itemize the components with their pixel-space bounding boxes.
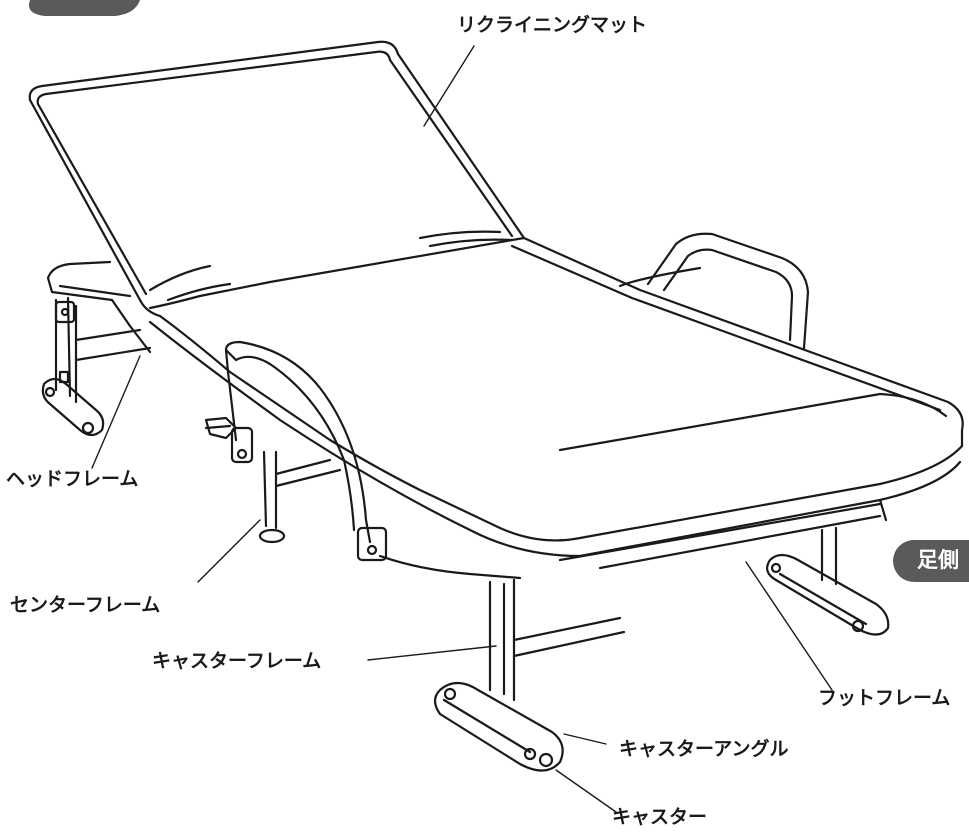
leader-center-frame — [197, 519, 261, 583]
label-caster-frame: キャスターフレーム — [152, 650, 322, 672]
leader-reclining-mat — [423, 45, 475, 127]
label-center-frame: センターフレーム — [10, 594, 161, 616]
foot-side-badge: 足側 — [893, 540, 969, 582]
label-caster-angle: キャスターアングル — [619, 738, 789, 760]
label-reclining-mat: リクライニングマット — [457, 14, 648, 36]
leader-caster-angle — [563, 733, 607, 745]
leader-lines — [91, 45, 833, 813]
reclining-mat-back — [28, 40, 526, 318]
center-frame-drawing — [258, 450, 342, 544]
head-frame-drawing — [41, 260, 152, 437]
rear-caster-drawing — [765, 526, 890, 636]
foot-side-badge-text: 足側 — [917, 548, 959, 572]
leader-caster-frame — [367, 645, 497, 661]
foot-handle — [646, 232, 810, 350]
label-head-frame: ヘッドフレーム — [6, 468, 139, 490]
label-caster: キャスター — [612, 806, 708, 828]
leader-foot-frame — [745, 561, 833, 691]
base-frame — [378, 498, 888, 580]
leader-head-frame — [91, 355, 141, 469]
caster-frame-drawing — [433, 578, 626, 772]
leader-caster — [555, 769, 617, 813]
side-handle — [204, 340, 388, 562]
corner-badge-shape — [29, 0, 140, 16]
label-foot-frame: フットフレーム — [818, 687, 951, 709]
mattress-flat — [148, 236, 964, 558]
